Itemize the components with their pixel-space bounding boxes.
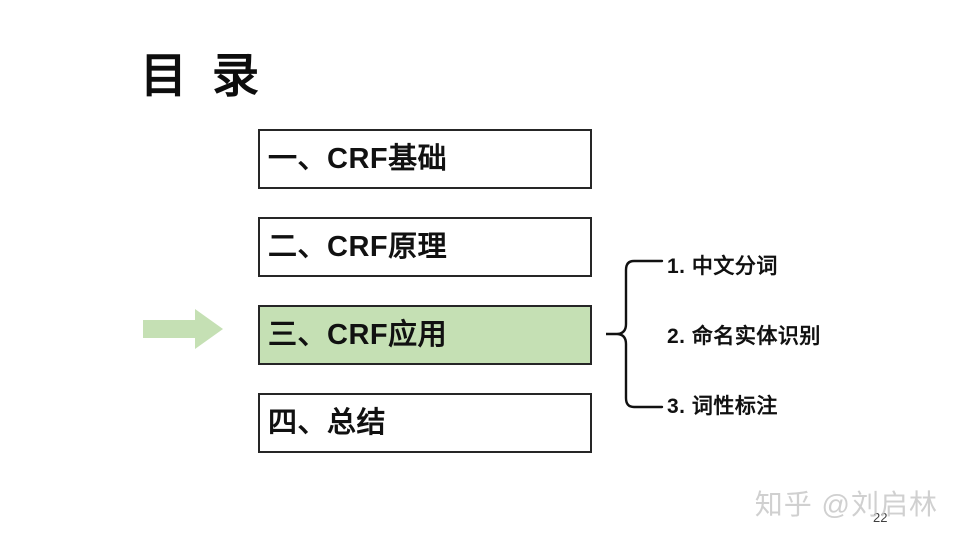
page-number: 22 xyxy=(873,510,888,525)
agenda-item-label: 四、总结 xyxy=(268,406,387,439)
left-curly-brace-icon xyxy=(604,259,664,409)
agenda-list: 一、CRF基础 二、CRF原理 三、CRF应用 四、总结 xyxy=(258,129,592,453)
curly-brace xyxy=(604,258,666,410)
sub-list-item-2[interactable]: 2. 命名实体识别 xyxy=(667,325,821,348)
sub-list-item-3[interactable]: 3. 词性标注 xyxy=(667,395,778,418)
sub-list-item-1[interactable]: 1. 中文分词 xyxy=(667,255,778,278)
agenda-item-2[interactable]: 二、CRF原理 xyxy=(258,217,592,277)
agenda-item-3-active[interactable]: 三、CRF应用 xyxy=(258,305,592,365)
agenda-item-1[interactable]: 一、CRF基础 xyxy=(258,129,592,189)
agenda-item-label: 三、CRF应用 xyxy=(268,318,448,351)
right-arrow-icon xyxy=(143,309,223,349)
watermark: 知乎 @刘启林 xyxy=(754,489,938,520)
agenda-item-label: 二、CRF原理 xyxy=(268,230,448,263)
page-title: 目 录 xyxy=(140,49,266,102)
agenda-item-4[interactable]: 四、总结 xyxy=(258,393,592,453)
pointer-arrow xyxy=(143,309,223,349)
agenda-item-label: 一、CRF基础 xyxy=(268,142,448,175)
